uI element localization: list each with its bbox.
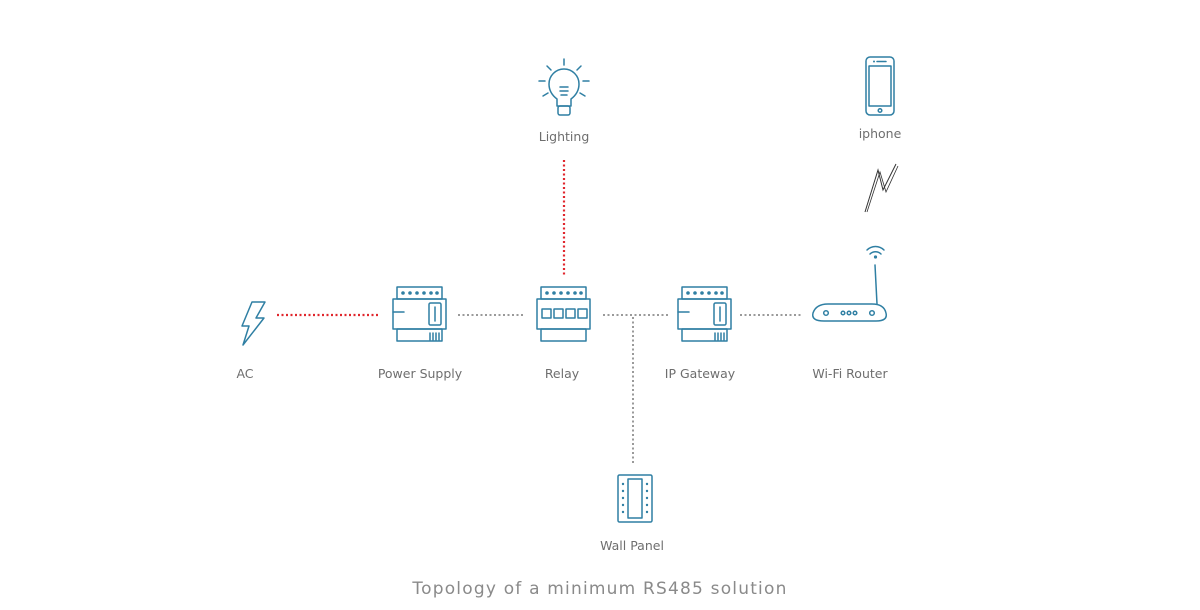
light-bulb-icon <box>538 58 590 116</box>
power-supply-label: Power Supply <box>378 366 463 381</box>
din-rail-module-icon <box>677 286 732 342</box>
node-ip-gateway: IP Gateway <box>665 286 736 381</box>
iphone-label: iphone <box>859 126 902 141</box>
node-relay: Relay <box>536 286 591 381</box>
wifi-router-icon <box>811 245 888 322</box>
node-ac: AC <box>236 301 266 381</box>
wall-panel-icon <box>617 474 653 523</box>
smartphone-icon <box>865 56 895 116</box>
wifi-router-label: Wi-Fi Router <box>812 366 888 381</box>
wall-panel-label: Wall Panel <box>600 538 664 553</box>
node-iphone: iphone <box>859 56 902 141</box>
wireless-link-icon <box>864 163 899 213</box>
lighting-label: Lighting <box>539 129 590 144</box>
diagram-caption: Topology of a minimum RS485 solution <box>411 579 787 599</box>
relay-module-icon <box>536 286 591 342</box>
connections <box>277 160 899 463</box>
ip-gateway-label: IP Gateway <box>665 366 736 381</box>
node-lighting: Lighting <box>538 58 590 144</box>
node-wall-panel: Wall Panel <box>600 474 664 553</box>
ac-label: AC <box>236 366 253 381</box>
din-rail-module-icon <box>392 286 447 342</box>
lightning-bolt-icon <box>241 301 266 346</box>
node-power-supply: Power Supply <box>378 286 463 381</box>
relay-label: Relay <box>545 366 580 381</box>
node-wifi-router: Wi-Fi Router <box>811 245 888 381</box>
